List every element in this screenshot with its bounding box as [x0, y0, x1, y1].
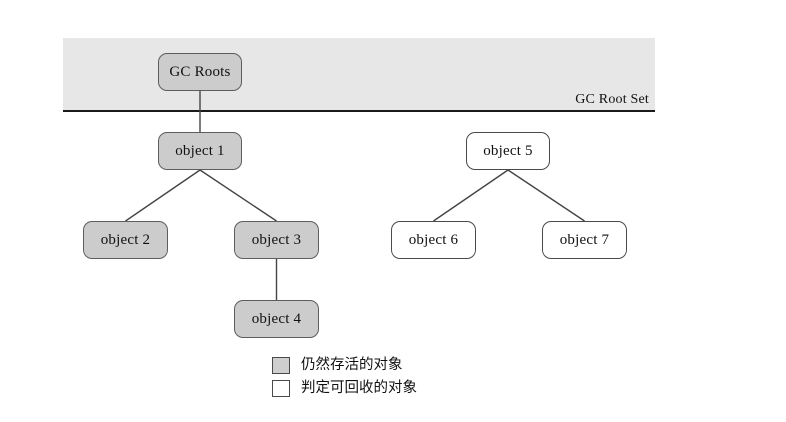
link-object-5-to-object-6	[433, 169, 509, 222]
gc-root-set-band: GC Root Set	[63, 38, 655, 112]
node-object-2: object 2	[83, 221, 168, 259]
node-label: object 5	[483, 142, 533, 159]
node-object-5: object 5	[466, 132, 550, 170]
node-gc-roots: GC Roots	[158, 53, 242, 91]
node-label: object 1	[175, 142, 225, 159]
node-object-1: object 1	[158, 132, 242, 170]
link-object-1-to-object-3	[199, 169, 277, 222]
node-object-7: object 7	[542, 221, 627, 259]
node-label: object 2	[100, 231, 151, 248]
legend-swatch-alive	[272, 357, 290, 374]
legend-swatch-collectable	[272, 380, 290, 397]
legend-label: 判定可回收的对象	[301, 380, 417, 397]
node-label: object 7	[559, 231, 610, 248]
legend-item-collectable: 判定可回收的对象	[272, 377, 417, 400]
node-object-6: object 6	[391, 221, 476, 259]
node-label: GC Roots	[169, 63, 231, 80]
link-object-5-to-object-7	[507, 169, 585, 222]
node-label: object 6	[408, 231, 459, 248]
legend: 仍然存活的对象判定可回收的对象	[272, 354, 417, 400]
node-label: object 3	[251, 231, 302, 248]
legend-label: 仍然存活的对象	[301, 357, 403, 374]
link-object-1-to-object-2	[125, 169, 201, 222]
node-label: object 4	[251, 310, 302, 327]
node-object-3: object 3	[234, 221, 319, 259]
legend-item-alive: 仍然存活的对象	[272, 354, 417, 377]
node-object-4: object 4	[234, 300, 319, 338]
gc-root-set-label: GC Root Set	[575, 92, 649, 107]
